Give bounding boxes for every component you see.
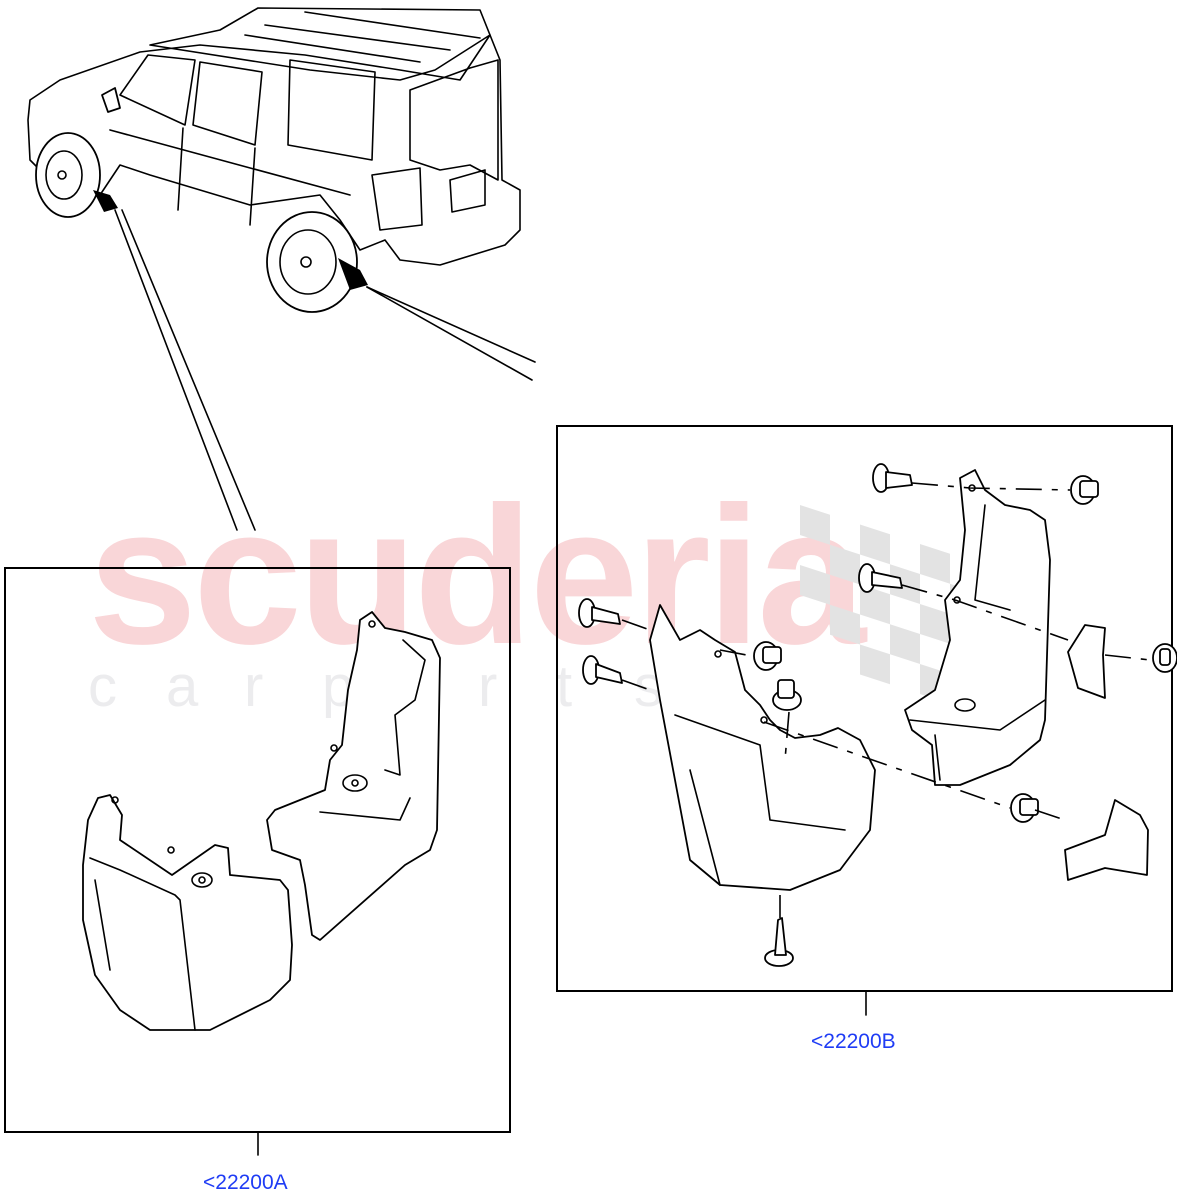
callout-22200a[interactable]: <22200A bbox=[203, 1171, 288, 1194]
screw-1 bbox=[872, 463, 913, 493]
screw-5 bbox=[764, 917, 794, 967]
watermark-letter: c bbox=[88, 654, 117, 719]
screw-2 bbox=[858, 563, 903, 593]
watermark-scuderia: scuderia bbox=[88, 466, 866, 685]
callout-22200b[interactable]: <22200B bbox=[811, 1030, 896, 1053]
clip-5 bbox=[1010, 793, 1039, 823]
rear-mudflap-marker bbox=[338, 258, 368, 290]
panel-a-frame bbox=[4, 567, 511, 1133]
watermark-letter: a bbox=[166, 654, 199, 719]
screw-3 bbox=[578, 598, 621, 628]
watermark-letter: r bbox=[244, 654, 264, 719]
panel-b-frame bbox=[556, 425, 1173, 992]
screw-4 bbox=[582, 655, 623, 685]
clip-1 bbox=[1070, 475, 1099, 505]
watermark-letter: r bbox=[478, 654, 498, 719]
watermark-letter: t bbox=[556, 654, 573, 719]
front-mudflap-marker bbox=[93, 190, 118, 212]
bracket-1 bbox=[1067, 624, 1106, 699]
clip-2 bbox=[753, 641, 782, 671]
bracket-2 bbox=[1064, 799, 1149, 881]
clip-3 bbox=[772, 679, 802, 711]
clip-4 bbox=[1152, 643, 1177, 673]
